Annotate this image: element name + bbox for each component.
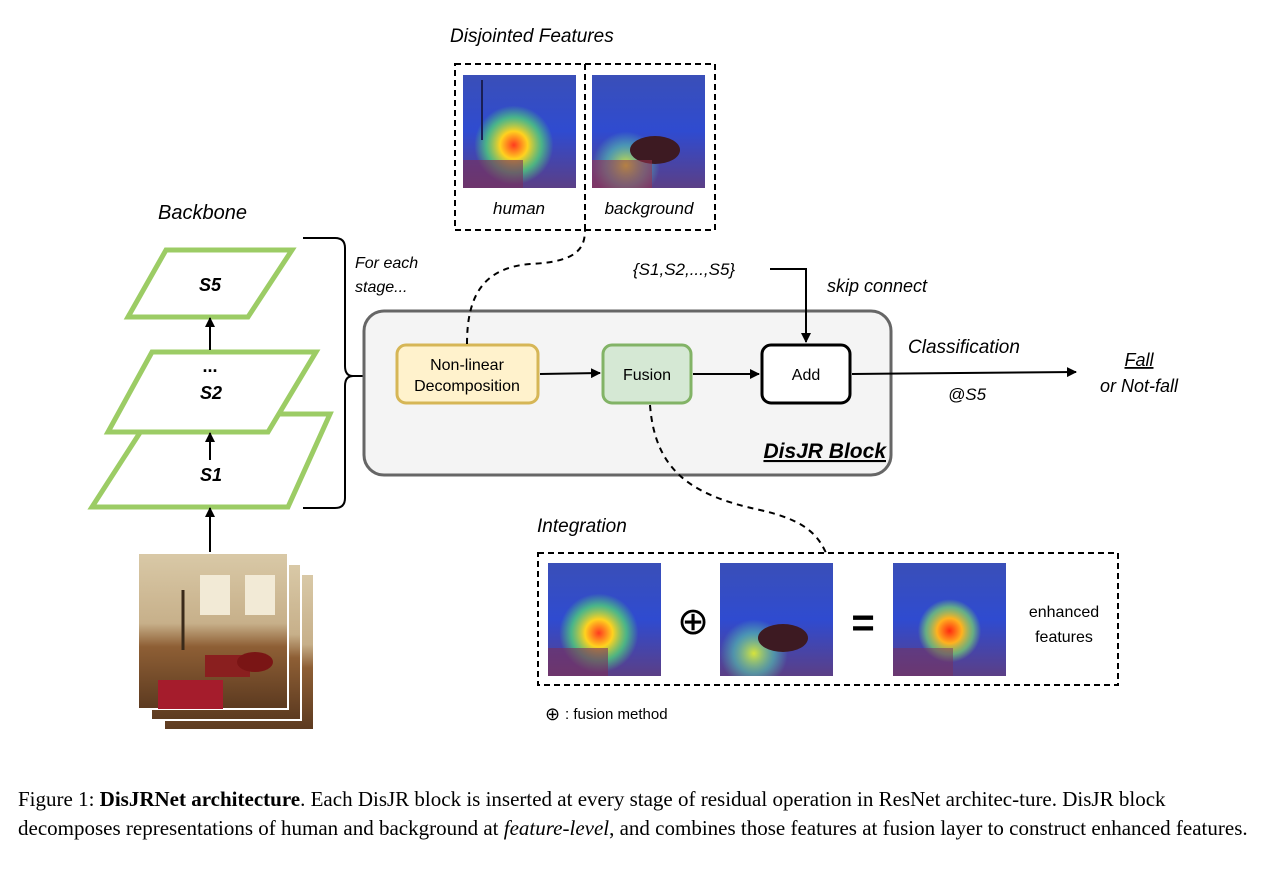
background-label: background <box>605 199 694 218</box>
integration-title: Integration <box>537 516 627 537</box>
skip-set-label: {S1,S2,...,S5} <box>633 260 735 279</box>
caption-part2: , and combines those features at fusion … <box>609 816 1248 840</box>
legend-symbol: ⊕ <box>545 704 560 724</box>
decomposition-to-features-connector <box>466 229 586 345</box>
enhanced-label-line2: features <box>1035 629 1093 646</box>
skip-connect-arrow <box>770 268 811 343</box>
add-label: Add <box>792 367 820 384</box>
architecture-diagram: Disjointed Features human background Bac… <box>87 26 1179 731</box>
caption-italic: feature-level <box>503 816 610 840</box>
human-feature-map <box>463 75 576 188</box>
human-label: human <box>493 199 545 218</box>
add-box <box>760 343 852 405</box>
equals-sign: = <box>851 601 874 645</box>
backbone-title: Backbone <box>158 202 247 224</box>
nonlinear-decomposition-box <box>395 343 540 405</box>
input-video-frames <box>137 552 315 731</box>
disjointed-features-title: Disjointed Features <box>450 26 614 47</box>
stage-ellipsis: ... <box>202 356 217 376</box>
for-each-label-line2: stage... <box>355 279 407 296</box>
integration-background-map <box>720 563 833 676</box>
fusion-to-integration-connector <box>649 404 827 554</box>
stage-s2-layer <box>103 349 321 435</box>
enhanced-features-map <box>893 563 1006 676</box>
classification-label: Classification <box>908 337 1020 358</box>
decomposition-label-line1: Non-linear <box>430 357 504 374</box>
skip-connect-label: skip connect <box>827 276 928 296</box>
stage-s5-label: S5 <box>199 275 222 295</box>
caption-prefix: Figure 1: <box>18 787 100 811</box>
stage-s2-label: S2 <box>200 383 222 403</box>
stage-s1-label: S1 <box>200 465 222 485</box>
fusion-label: Fusion <box>623 367 671 384</box>
for-each-label-line1: For each <box>355 255 418 272</box>
arrow-decomposition-to-fusion <box>539 368 601 379</box>
decomposition-label-line2: Decomposition <box>414 378 520 395</box>
disjr-block-label: DisJR Block <box>763 440 887 463</box>
enhanced-label-line1: enhanced <box>1029 604 1099 621</box>
background-feature-map <box>592 75 705 188</box>
caption-part1: . Each DisJR block is inserted at every … <box>18 787 1166 840</box>
integration-human-map <box>548 563 661 676</box>
fusion-box <box>601 343 693 405</box>
backbone-brace <box>303 237 354 509</box>
at-s5-label: @S5 <box>948 385 987 404</box>
caption-bold: DisJRNet architecture <box>99 787 301 811</box>
fall-label: Fall <box>1124 350 1154 370</box>
figure-caption: Figure 1: DisJRNet architecture. Each Di… <box>18 785 1268 843</box>
integration-box <box>537 552 1119 686</box>
stage-s5-layer <box>123 247 297 320</box>
arrow-to-classification <box>851 367 1077 378</box>
fusion-operator: ⊕ <box>677 601 709 643</box>
not-fall-label: or Not-fall <box>1100 376 1179 396</box>
legend-text: : fusion method <box>565 706 668 723</box>
